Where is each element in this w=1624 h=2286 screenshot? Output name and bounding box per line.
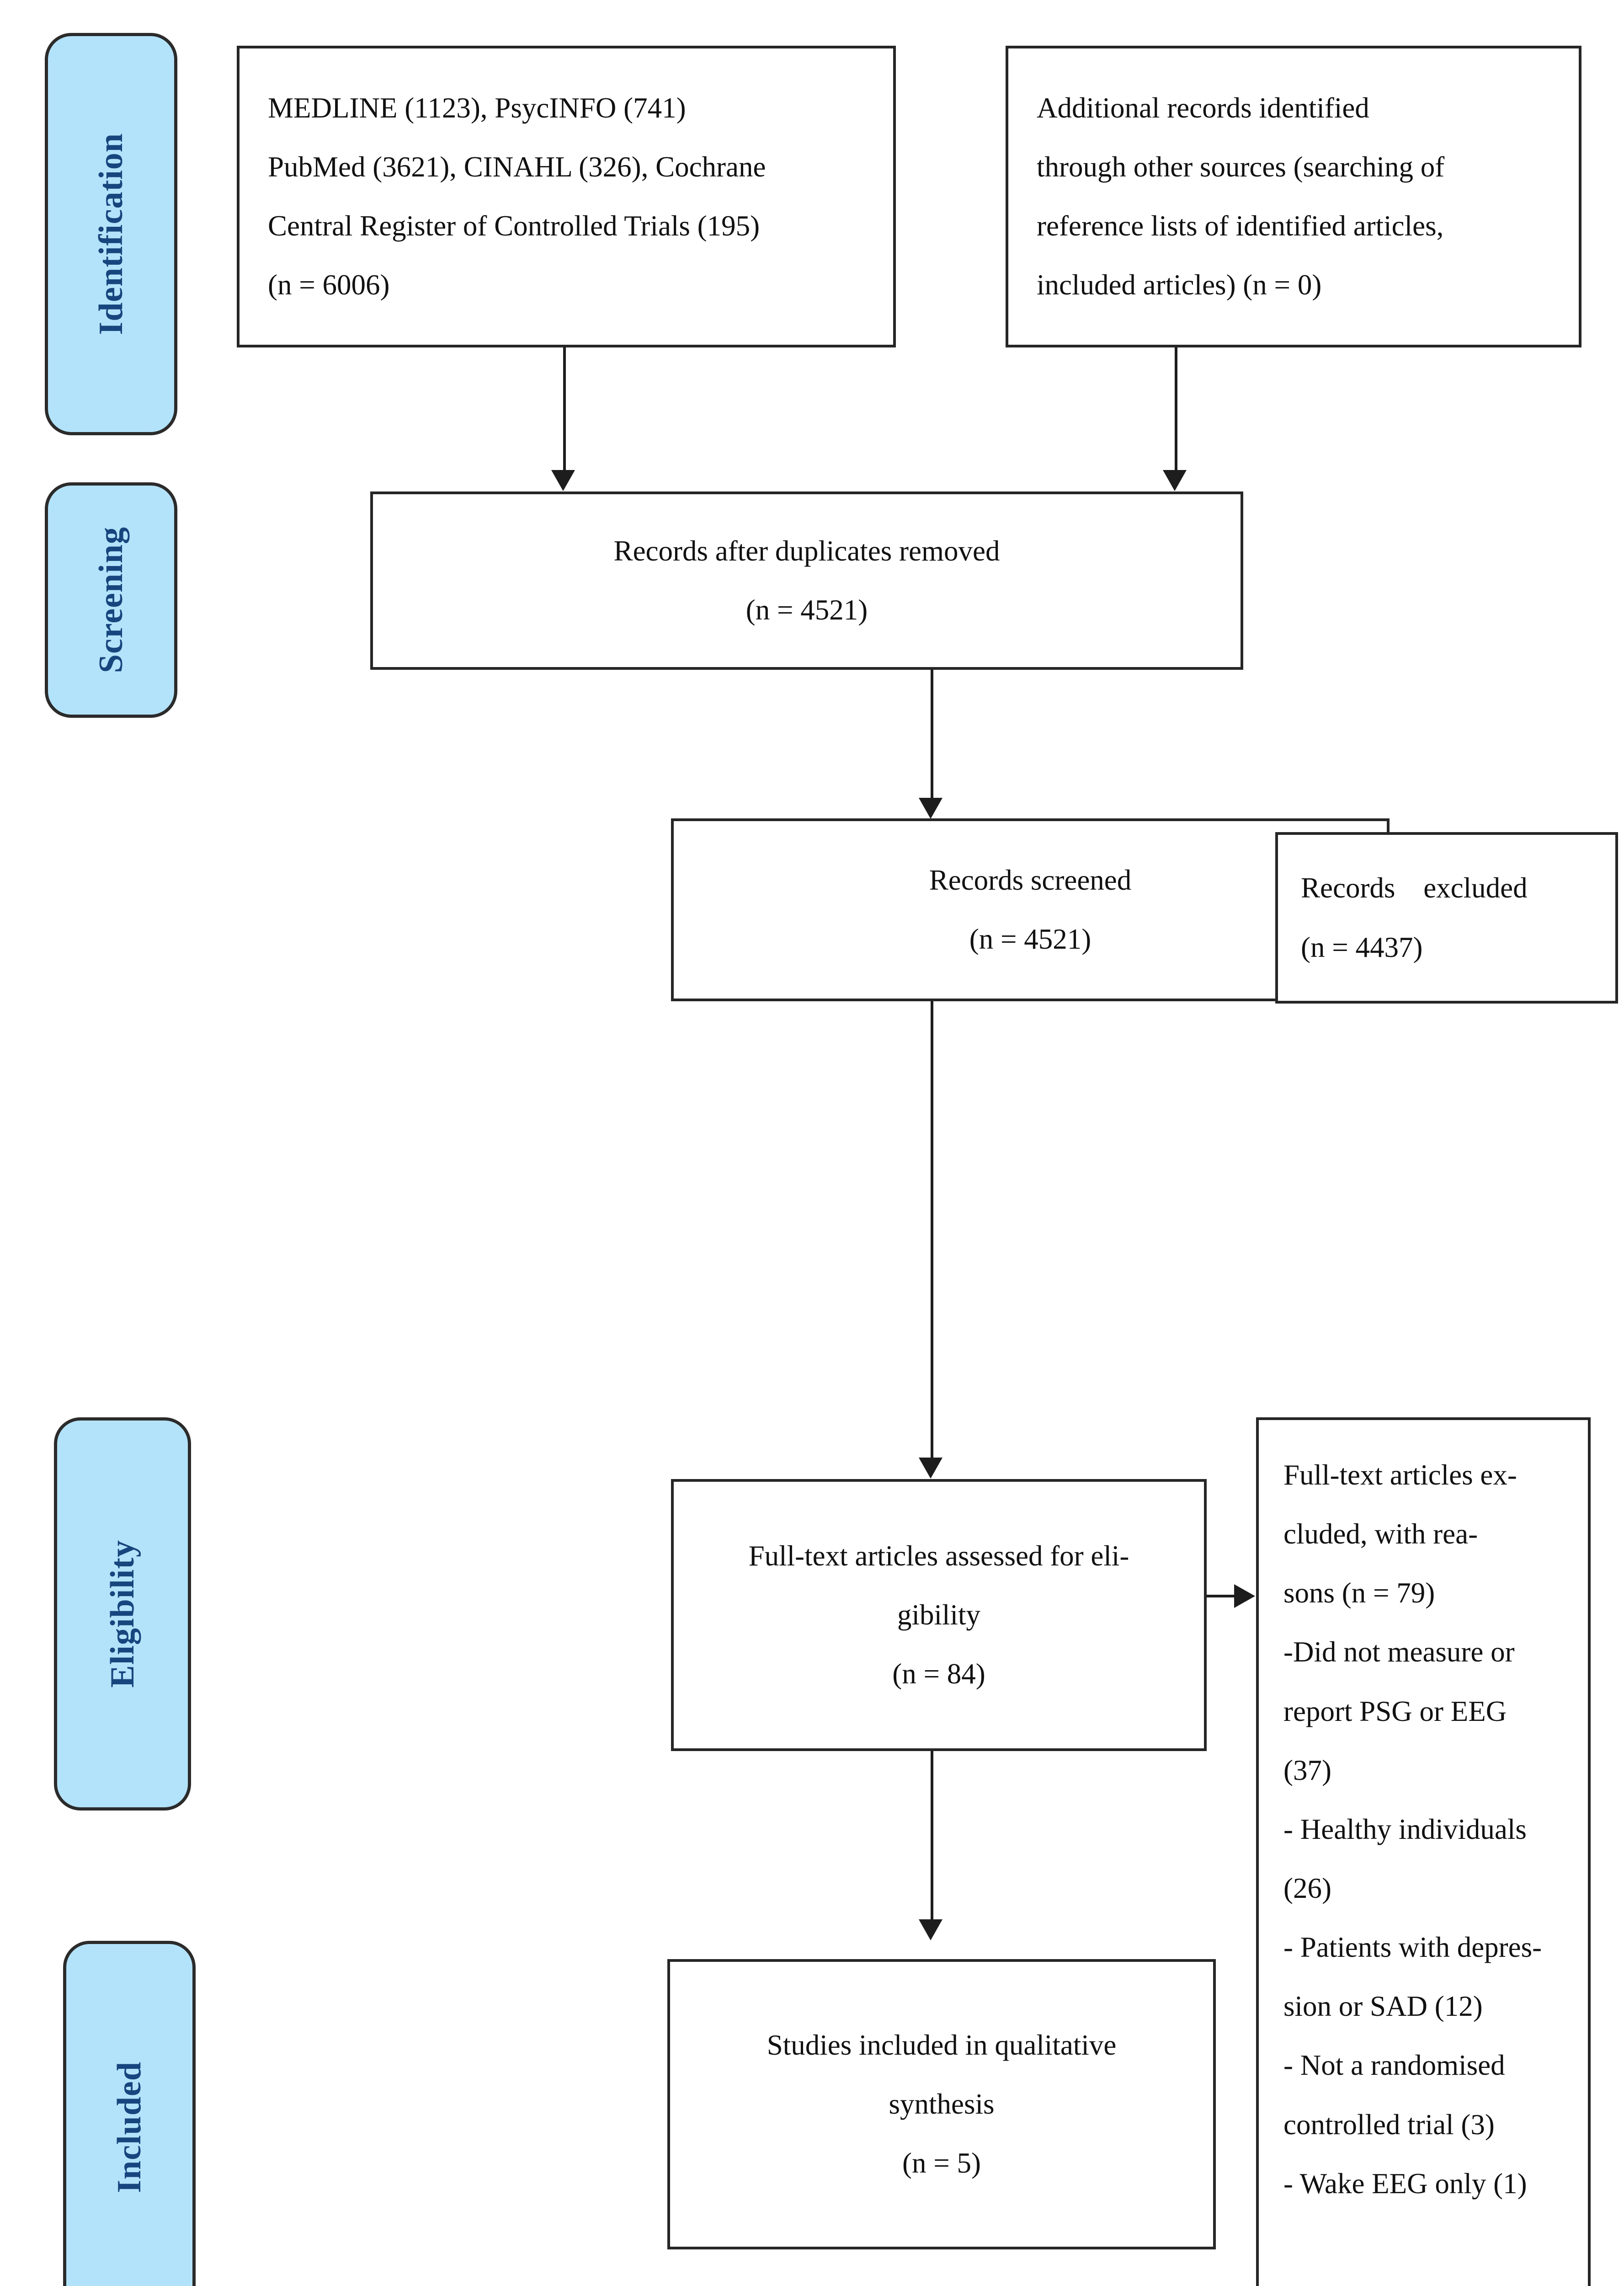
databases-line-3: Central Register of Controlled Trials (1…: [268, 210, 760, 242]
duplicates-removed-count: (n = 4521): [745, 594, 868, 626]
reason-no-psg-eeg-line-2: report PSG or EEG: [1283, 1695, 1507, 1727]
connector-duplicates-to-screened: [931, 670, 933, 799]
box-additional-records: Additional records identified through ot…: [1006, 46, 1581, 347]
fulltext-excluded-line-1: Full-text articles ex-: [1283, 1459, 1517, 1491]
connector-screened-to-fulltext: [931, 1001, 933, 1458]
reason-no-psg-eeg-line-1: -Did not measure or: [1283, 1636, 1515, 1668]
studies-included-label-1: Studies included in qualitative: [767, 2029, 1117, 2061]
stage-label-screening: Screening: [92, 527, 130, 673]
connector-databases-to-duplicates: [563, 347, 566, 471]
records-excluded-count: (n = 4437): [1301, 931, 1423, 963]
reason-wake-eeg-only: - Wake EEG only (1): [1283, 2167, 1527, 2200]
box-records-identified-databases: MEDLINE (1123), PsycINFO (741) PubMed (3…: [237, 46, 896, 347]
box-fulltext-excluded-with-reasons: Full-text articles ex- cluded, with rea-…: [1256, 1417, 1591, 2286]
databases-total-count: (n = 6006): [268, 269, 390, 301]
fulltext-assessed-label-1: Full-text articles assessed for eli-: [748, 1539, 1129, 1572]
box-records-after-duplicates-removed: Records after duplicates removed (n = 45…: [370, 491, 1243, 670]
stage-tab-screening[interactable]: Screening: [45, 482, 177, 718]
fulltext-excluded-line-2: cluded, with rea-: [1283, 1518, 1478, 1550]
connector-fulltext-to-included: [931, 1751, 933, 1920]
arrowhead-additional-to-duplicates: [1163, 470, 1187, 491]
fulltext-assessed-count: (n = 84): [892, 1658, 985, 1690]
reason-not-rct-line-1: - Not a randomised: [1283, 2049, 1505, 2082]
duplicates-removed-label: Records after duplicates removed: [613, 534, 1000, 567]
additional-records-count: included articles) (n = 0): [1037, 269, 1322, 301]
additional-records-line-3: reference lists of identified articles,: [1037, 210, 1444, 242]
arrowhead-fulltext-to-excluded: [1234, 1584, 1255, 1608]
box-studies-included: Studies included in qualitative synthesi…: [667, 1959, 1216, 2249]
databases-line-2: PubMed (3621), CINAHL (326), Cochrane: [268, 150, 766, 183]
stage-label-identification: Identification: [92, 133, 130, 335]
reason-healthy-individuals-count: (26): [1283, 1872, 1331, 1904]
box-fulltext-assessed: Full-text articles assessed for eli- gib…: [671, 1479, 1207, 1751]
box-records-screened: Records screened (n = 4521): [671, 818, 1390, 1001]
reason-healthy-individuals: - Healthy individuals: [1283, 1813, 1527, 1845]
stage-tab-eligibility[interactable]: Eligibility: [54, 1417, 191, 1811]
stage-tab-identification[interactable]: Identification: [45, 33, 177, 435]
stage-label-included: Included: [111, 2061, 148, 2193]
reason-depression-sad-line-1: - Patients with depres-: [1283, 1931, 1542, 1964]
records-screened-count: (n = 4521): [969, 923, 1092, 955]
connector-additional-to-duplicates: [1175, 347, 1177, 471]
connector-fulltext-to-excluded: [1207, 1595, 1235, 1597]
reason-no-psg-eeg-count: (37): [1283, 1754, 1331, 1786]
arrowhead-duplicates-to-screened: [919, 798, 942, 819]
databases-line-1: MEDLINE (1123), PsycINFO (741): [268, 91, 686, 124]
records-screened-label: Records screened: [929, 864, 1132, 896]
additional-records-line-1: Additional records identified: [1037, 91, 1369, 124]
reason-depression-sad-line-2: sion or SAD (12): [1283, 1990, 1483, 2023]
box-records-excluded: Records excluded (n = 4437): [1275, 832, 1618, 1004]
arrowhead-databases-to-duplicates: [551, 470, 575, 491]
studies-included-count: (n = 5): [902, 2147, 981, 2179]
fulltext-assessed-label-2: gibility: [897, 1598, 981, 1631]
arrowhead-fulltext-to-included: [919, 1919, 942, 1940]
arrowhead-screened-to-fulltext: [919, 1458, 942, 1479]
additional-records-line-2: through other sources (searching of: [1037, 150, 1445, 183]
stage-label-eligibility: Eligibility: [104, 1540, 141, 1688]
fulltext-excluded-count: sons (n = 79): [1283, 1577, 1435, 1609]
reason-not-rct-line-2: controlled trial (3): [1283, 2108, 1495, 2141]
stage-tab-included[interactable]: Included: [63, 1941, 196, 2286]
studies-included-label-2: synthesis: [889, 2088, 995, 2120]
records-excluded-label: Records excluded: [1301, 872, 1528, 904]
